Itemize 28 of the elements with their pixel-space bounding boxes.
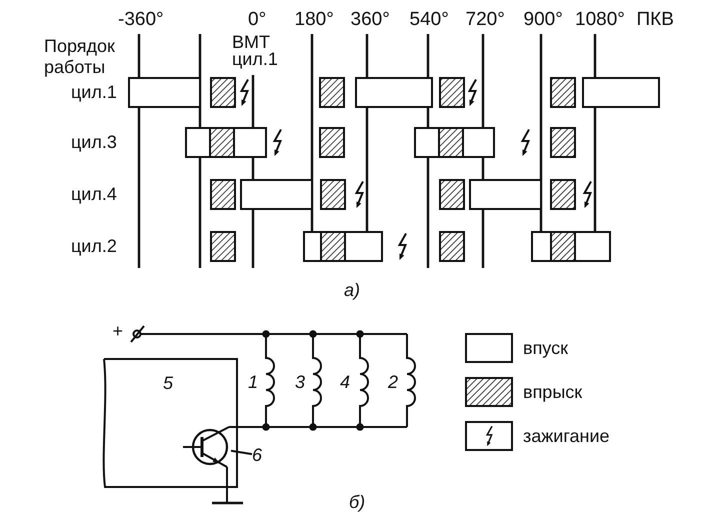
angle-label: 720°	[466, 10, 505, 30]
coil-number: 4	[340, 373, 350, 393]
row-label: цил.1	[71, 83, 117, 103]
coil-number: 1	[248, 373, 258, 393]
angle-label: 360°	[350, 10, 390, 30]
callout-number: 6	[252, 444, 262, 466]
leader-line	[230, 450, 252, 456]
row-label: цил.2	[71, 237, 117, 257]
legend-label: зажигание	[523, 426, 610, 446]
angle-label: 180°	[294, 10, 334, 30]
row-label: цил.4	[71, 185, 117, 205]
axis-unit-label: ПКВ	[636, 10, 674, 30]
row-label: цил.3	[71, 133, 117, 153]
transistor-symbol	[182, 424, 231, 470]
figure-label: б)	[349, 493, 366, 513]
angle-label: 0°	[248, 10, 266, 30]
legend-label: впуск	[523, 338, 568, 358]
figure-label: а)	[344, 281, 360, 301]
block-number: 5	[163, 372, 174, 394]
angle-label: 1080°	[575, 10, 625, 30]
angle-label: -360°	[118, 10, 164, 30]
terminal-label: +	[112, 322, 124, 342]
angle-label: 540°	[410, 10, 449, 30]
coil-number: 2	[388, 373, 398, 393]
angle-label: 900°	[524, 10, 563, 30]
legend-label: впрыск	[523, 382, 582, 402]
unit-block	[100, 358, 240, 489]
coil-number: 3	[295, 373, 306, 393]
